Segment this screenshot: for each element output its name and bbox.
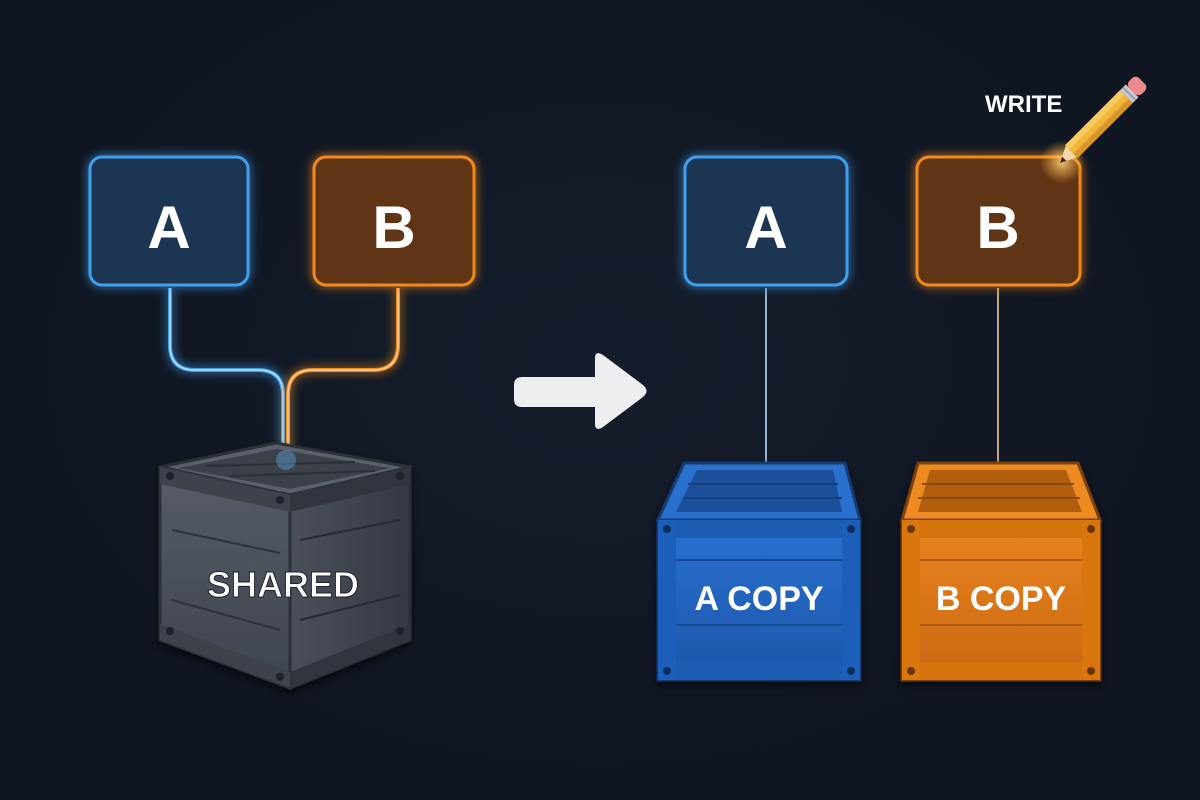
node-a-before: A [88, 155, 250, 287]
pencil-icon [1060, 76, 1147, 163]
node-b-after: B [915, 155, 1082, 287]
node-a-after-label: A [744, 194, 787, 261]
write-label: WRITE [985, 91, 1062, 118]
shared-crate-label: SHARED [207, 564, 359, 605]
shared-crate: SHARED [158, 441, 412, 691]
right-arrow-icon [514, 353, 647, 429]
connector-a-to-shared [168, 288, 285, 460]
b-copy-crate-label: B COPY [936, 580, 1067, 618]
node-b-after-label: B [976, 194, 1019, 261]
connector-b-to-shared [286, 288, 400, 460]
before-state: A B [88, 155, 476, 691]
node-a-label: A [147, 194, 190, 261]
after-state: A B WRITE [655, 76, 1147, 682]
a-copy-crate-label: A COPY [694, 580, 823, 618]
node-b-before: B [312, 155, 476, 287]
a-copy-crate: A COPY [655, 461, 862, 682]
b-copy-crate: B COPY [900, 461, 1103, 682]
node-b-label: B [372, 194, 415, 261]
node-a-after: A [683, 155, 849, 287]
